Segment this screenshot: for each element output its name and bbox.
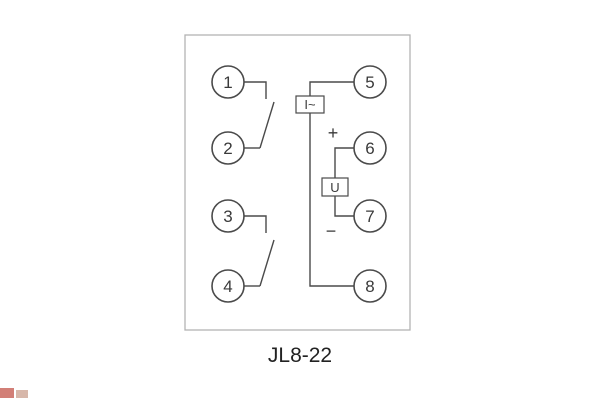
voltage-coil-label: U — [330, 180, 339, 195]
terminal-1: 1 — [211, 65, 245, 99]
minus-sign: − — [326, 221, 337, 241]
terminal-4: 4 — [211, 269, 245, 303]
terminal-3-number: 3 — [223, 207, 232, 226]
current-coil-branch — [309, 81, 354, 287]
terminal-1-circle — [211, 65, 245, 99]
contact-blade-3-4 — [259, 239, 275, 287]
wire-terminal-5-to-8 — [309, 81, 354, 287]
wire-terminal-3 — [244, 215, 267, 233]
current-coil-box — [295, 95, 325, 114]
voltage-coil-branch — [334, 147, 354, 217]
terminal-4-circle — [211, 269, 245, 303]
wire-terminal-1 — [244, 81, 267, 99]
plus-sign: + — [328, 123, 339, 143]
terminal-2-circle — [211, 131, 245, 165]
terminal-4-number: 4 — [223, 277, 232, 296]
terminal-6-circle — [353, 131, 387, 165]
terminal-5-circle — [353, 65, 387, 99]
wire-terminal-7 — [334, 196, 354, 217]
terminal-7-circle — [353, 199, 387, 233]
terminal-8-number: 8 — [365, 277, 374, 296]
terminal-2-number: 2 — [223, 139, 232, 158]
corner-watermark-mark-2 — [16, 390, 28, 398]
terminal-1-number: 1 — [223, 73, 232, 92]
terminal-8-circle — [353, 269, 387, 303]
model-label: JL8-22 — [268, 344, 332, 367]
corner-watermark-mark — [0, 388, 14, 398]
contact-switch-1-2 — [244, 81, 275, 149]
terminal-6: 6 — [353, 131, 387, 165]
terminal-6-number: 6 — [365, 139, 374, 158]
voltage-coil-box — [321, 177, 349, 197]
contact-switch-3-4 — [244, 215, 275, 287]
corner-watermark — [0, 388, 28, 398]
terminal-7: 7 — [353, 199, 387, 233]
wire-terminal-6 — [334, 147, 354, 178]
contact-blade-1-2 — [259, 101, 275, 149]
terminal-2: 2 — [211, 131, 245, 165]
current-coil-label: I~ — [304, 97, 316, 112]
terminal-5-number: 5 — [365, 73, 374, 92]
terminal-3-circle — [211, 199, 245, 233]
terminal-7-number: 7 — [365, 207, 374, 226]
relay-case-outline — [184, 34, 411, 331]
terminal-3: 3 — [211, 199, 245, 233]
terminal-8: 8 — [353, 269, 387, 303]
terminal-5: 5 — [353, 65, 387, 99]
